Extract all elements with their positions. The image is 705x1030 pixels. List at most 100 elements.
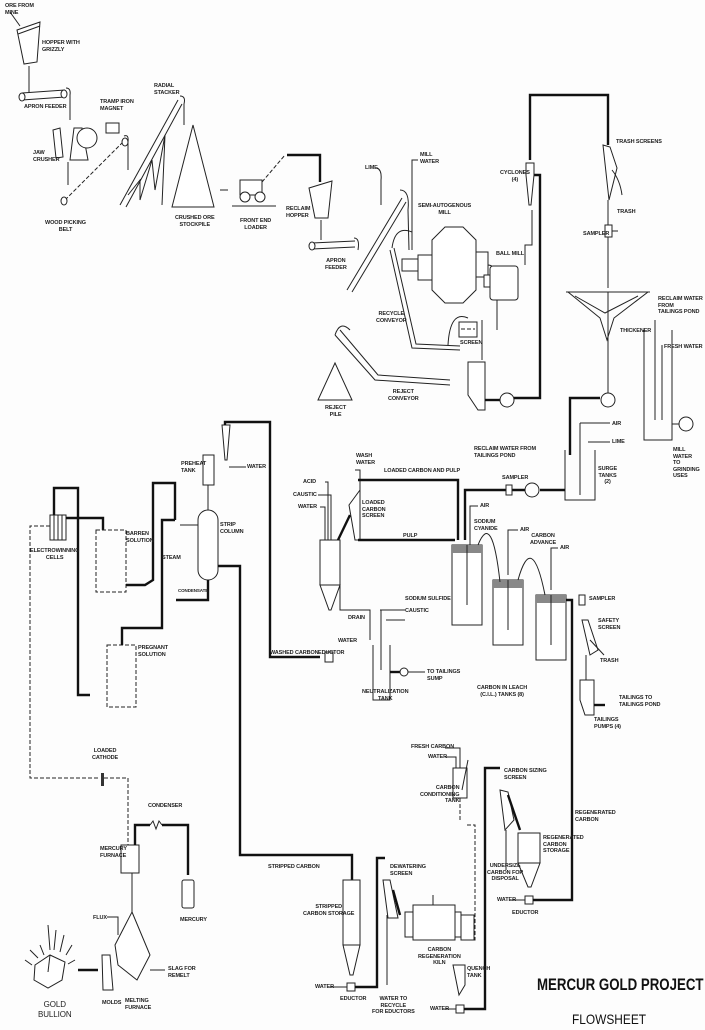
surge-tank: [463, 422, 610, 540]
radial-stacker: [119, 95, 185, 208]
label-sag-mill: SEMI-AUTOGENOUS MILL: [418, 203, 472, 216]
wood-picking-belt: [60, 122, 129, 206]
label-wash-water: WASH WATER: [356, 453, 375, 466]
hopper-with-grizzly: [9, 11, 41, 92]
label-stripped-carbon-storage: STRIPPED CARBON STORAGE: [303, 904, 355, 917]
label-eductor-2: EDUCTOR: [340, 996, 367, 1002]
carbon-conditioning-tank: [445, 747, 469, 820]
gold-bullion: [24, 924, 76, 989]
carbon-sizing-screen: [499, 789, 522, 870]
label-washed-carbon: WASHED CARBON: [270, 650, 319, 656]
dewatering-screen: [382, 879, 402, 985]
front-end-loader: [232, 153, 322, 207]
label-sodium-sulfide: SODIUM SULFIDE: [405, 596, 451, 602]
label-lime-1: LIME: [365, 165, 378, 171]
label-regen-carbon-storage: REGENERATED CARBON STORAGE: [543, 835, 584, 854]
loaded-cathode: [101, 773, 129, 845]
label-sampler-3: SAMPLER: [589, 596, 616, 602]
label-drain: DRAIN: [348, 615, 365, 621]
crushed-ore-stockpile: [171, 124, 215, 208]
carbon-regeneration-kiln: [404, 895, 462, 941]
label-slag-for-remelt: SLAG FOR REMELT: [168, 966, 196, 979]
label-barren-solution: BARREN SOLUTION: [126, 531, 154, 544]
label-flux: FLUX: [93, 915, 107, 921]
label-quench-tank: QUENCH TANK: [467, 966, 491, 979]
label-mill-water: MILL WATER: [420, 152, 439, 165]
recycle-conveyor: [389, 229, 461, 351]
reject-conveyor: [334, 325, 451, 386]
label-acid: ACID: [303, 479, 317, 485]
label-fresh-carbon: FRESH CARBON: [411, 744, 455, 750]
strip-column: [176, 509, 354, 880]
label-air-2: AIR: [480, 503, 490, 509]
label-fresh-water: FRESH WATER: [664, 344, 703, 350]
label-air-4: AIR: [560, 545, 570, 551]
label-condensate: CONDENSATE: [178, 588, 209, 593]
regenerated-carbon-storage: [512, 832, 550, 905]
label-tramp-iron-magnet: TRAMP IRON MAGNET: [100, 99, 134, 112]
trash-screens: [602, 144, 623, 288]
label-loaded-carbon-screen: LOADED CARBON SCREEN: [362, 500, 386, 519]
neutralization-tank: [372, 609, 425, 701]
label-neutralization-tank: NEUTRALIZATION TANK: [362, 689, 409, 702]
label-caustic-1: CAUSTIC: [293, 492, 317, 498]
cyclones: [525, 93, 610, 206]
label-mill-water-grinding: MILL WATER TO GRINDING USES: [673, 447, 700, 479]
label-molds: MOLDS: [102, 1000, 122, 1006]
label-hopper-grizzly: HOPPER WITH GRIZZLY: [42, 40, 80, 53]
label-ball-mill: BALL MILL: [496, 251, 525, 257]
label-loaded-cathode: LOADED CATHODE: [92, 748, 119, 761]
label-condenser: CONDENSER: [148, 803, 183, 809]
preheat-tank: [202, 420, 320, 659]
label-tailings-to-pond: TAILINGS TO TAILINGS POND: [619, 695, 661, 708]
label-carbon-advance: CARBON ADVANCE: [530, 533, 557, 546]
project-title: MERCUR GOLD PROJECT: [537, 975, 704, 994]
label-screen: SCREEN: [460, 340, 483, 346]
label-conditioning-tank: CARBON CONDITIONING TANK: [420, 785, 460, 804]
sampler-3: [578, 594, 586, 606]
label-radial-stacker: RADIAL STACKER: [154, 83, 180, 96]
label-air-1: AIR: [612, 421, 622, 427]
reclaim-hopper: [308, 180, 333, 240]
label-safety-screen: SAFETY SCREEN: [598, 618, 621, 631]
eductor-3: [524, 895, 534, 905]
label-eductor-1: EDUCTOR: [318, 650, 345, 656]
sag-mill: [401, 226, 498, 330]
pregnant-solution-tank: [106, 644, 137, 708]
label-apron-feeder-1: APRON FEEDER: [24, 104, 67, 110]
label-eductor-3: EDUCTOR: [512, 910, 539, 916]
mill-sump-and-pump: [467, 173, 542, 411]
reclaim-water-tank: [643, 320, 694, 441]
label-sampler-1: SAMPLER: [583, 231, 610, 237]
label-ore-from-mine: ORE FROM MINE: [5, 3, 34, 16]
label-water-3: WATER: [338, 638, 357, 644]
acid-wash-column: [318, 469, 460, 663]
ball-mill: [483, 210, 533, 301]
stripped-carbon-storage: [330, 856, 385, 992]
label-mercury-furnace: MERCURY FURNACE: [100, 846, 127, 859]
melting-furnace: [78, 910, 165, 991]
label-regenerated-carbon: REGENERATED CARBON: [575, 810, 616, 823]
mercury-furnace: [120, 819, 195, 912]
reject-pile: [317, 361, 353, 401]
eductor-1: [324, 651, 334, 663]
barren-solution-tank: [95, 529, 127, 593]
tramp-iron-magnet: [105, 122, 120, 134]
label-thickener: THICKENER: [620, 328, 652, 334]
label-front-end-loader: FRONT END LOADER: [240, 218, 272, 231]
label-reject-pile: REJECT PILE: [325, 405, 347, 418]
label-air-3: AIR: [520, 527, 530, 533]
apron-feeder-2: [308, 237, 359, 251]
label-stripped-carbon: STRIPPED CARBON: [268, 864, 320, 870]
quench-tank: [445, 766, 500, 1014]
sampler-2: [505, 484, 513, 496]
label-recycle-conveyor: RECYCLE CONVEYOR: [376, 311, 407, 324]
label-trash-1: TRASH: [617, 209, 636, 215]
label-trash-screens: TRASH SCREENS: [616, 139, 662, 145]
label-caustic-2: CAUSTIC: [405, 608, 429, 614]
label-preheat-tank: PREHEAT TANK: [181, 461, 207, 474]
label-reclaim-water-2: RECLAIM WATER FROM TAILINGS POND: [474, 446, 536, 459]
label-water-1: WATER: [247, 464, 266, 470]
